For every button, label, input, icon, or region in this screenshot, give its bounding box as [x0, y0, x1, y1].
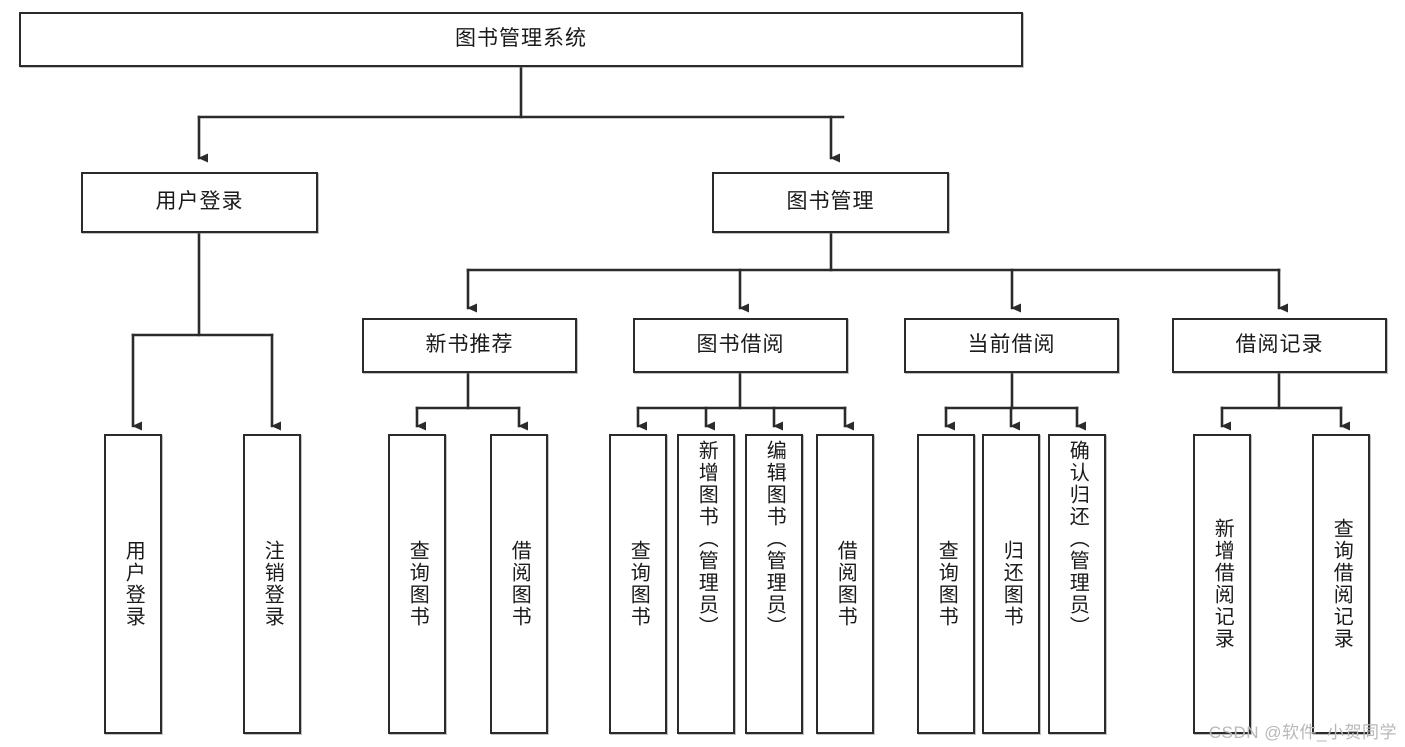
leaf-recommend-query-book-label: 查询图书	[406, 540, 429, 628]
leaf-borrow-borrow-book[interactable]: 借阅图书	[816, 434, 874, 734]
leaf-recommend-borrow-book-label: 借阅图书	[508, 540, 531, 628]
node-new-book-recommend-label: 新书推荐	[425, 333, 514, 357]
leaf-borrow-edit-book-admin-label: 编辑图书（管理员）	[763, 440, 786, 638]
node-root[interactable]: 图书管理系统	[19, 12, 1023, 67]
leaf-user-login-signin[interactable]: 用户登录	[104, 434, 162, 734]
leaf-record-add-record[interactable]: 新增借阅记录	[1193, 434, 1251, 734]
leaf-current-return-book-label: 归还图书	[1000, 540, 1023, 628]
leaf-current-confirm-return-admin[interactable]: 确认归还（管理员）	[1048, 434, 1106, 734]
leaf-borrow-edit-book-admin[interactable]: 编辑图书（管理员）	[745, 434, 803, 734]
leaf-current-query-book-label: 查询图书	[935, 540, 958, 628]
leaf-borrow-add-book-admin-label: 新增图书（管理员）	[695, 440, 718, 638]
leaf-recommend-borrow-book[interactable]: 借阅图书	[490, 434, 548, 734]
leaf-current-return-book[interactable]: 归还图书	[982, 434, 1040, 734]
leaf-record-add-record-label: 新增借阅记录	[1211, 518, 1234, 650]
leaf-current-confirm-return-admin-label: 确认归还（管理员）	[1066, 440, 1089, 638]
node-book-borrow[interactable]: 图书借阅	[633, 318, 848, 373]
node-current-borrow-label: 当前借阅	[967, 333, 1056, 357]
node-borrow-record-label: 借阅记录	[1235, 333, 1324, 357]
leaf-user-login-signout-label: 注销登录	[261, 540, 284, 628]
leaf-record-query-record-label: 查询借阅记录	[1330, 518, 1353, 650]
leaf-current-query-book[interactable]: 查询图书	[917, 434, 975, 734]
csdn-watermark: CSDN @软件_小贺同学	[1208, 723, 1397, 742]
node-borrow-record[interactable]: 借阅记录	[1172, 318, 1387, 373]
leaf-user-login-signout[interactable]: 注销登录	[243, 434, 301, 734]
leaf-borrow-borrow-book-label: 借阅图书	[834, 540, 857, 628]
leaf-borrow-query-book[interactable]: 查询图书	[609, 434, 667, 734]
node-root-label: 图书管理系统	[455, 27, 587, 51]
node-book-management[interactable]: 图书管理	[712, 172, 949, 233]
node-user-login-label: 用户登录	[155, 190, 244, 214]
leaf-recommend-query-book[interactable]: 查询图书	[388, 434, 446, 734]
node-current-borrow[interactable]: 当前借阅	[904, 318, 1119, 373]
node-new-book-recommend[interactable]: 新书推荐	[362, 318, 577, 373]
node-user-login[interactable]: 用户登录	[81, 172, 318, 233]
node-book-borrow-label: 图书借阅	[696, 333, 785, 357]
leaf-borrow-query-book-label: 查询图书	[627, 540, 650, 628]
leaf-user-login-signin-label: 用户登录	[122, 540, 145, 628]
leaf-borrow-add-book-admin[interactable]: 新增图书（管理员）	[677, 434, 735, 734]
leaf-record-query-record[interactable]: 查询借阅记录	[1312, 434, 1370, 734]
node-book-management-label: 图书管理	[786, 190, 875, 214]
